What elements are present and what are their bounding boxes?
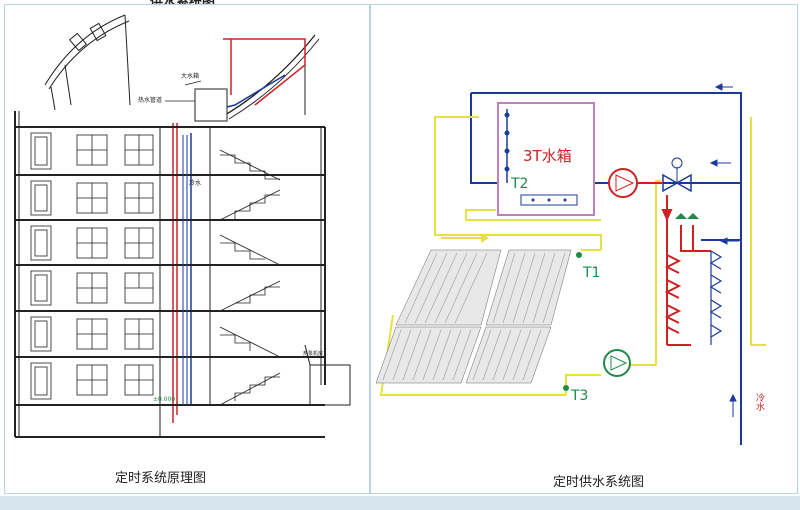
- left-caption: 定时系统原理图: [115, 471, 207, 486]
- building-section-diagram: 大水箱 热水管道: [14, 14, 351, 438]
- staircase: [219, 149, 281, 406]
- sensor-t2-label: T2: [510, 176, 528, 192]
- left-diagram-panel: 大水箱 热水管道: [4, 4, 370, 494]
- return-pipe-label: 热水管道: [138, 96, 162, 104]
- circulation-pump: [608, 168, 638, 198]
- cold-coils: [709, 250, 723, 345]
- riser-pipes: 冷水: [182, 135, 201, 405]
- sensor-t3-label: T3: [570, 388, 588, 404]
- sensor-t1-label: T1: [582, 265, 600, 281]
- hot-distribution: [637, 182, 711, 346]
- mixing-valve: [662, 157, 692, 193]
- tank-label: 3T水箱: [523, 147, 572, 165]
- riser-label: 冷水: [189, 179, 201, 187]
- building-structure: [14, 111, 326, 438]
- hot-supply-pipe: [172, 38, 306, 423]
- timed-supply-system-diagram: 3T水箱 T2: [375, 83, 766, 445]
- bottom-bar: [0, 496, 800, 510]
- sensor-t1: T1: [576, 252, 600, 281]
- sensor-t3: T3: [563, 385, 588, 404]
- cold-water-label: 冷水: [754, 392, 765, 411]
- building-openings: [30, 132, 154, 400]
- tap-valves: [675, 213, 699, 219]
- right-diagram-panel: 3T水箱 T2: [370, 4, 798, 494]
- roof-water-tank: 大水箱 热水管道: [138, 72, 228, 122]
- water-tank-3t: 3T水箱: [497, 102, 595, 216]
- solar-flow-arrow: [441, 233, 489, 243]
- pump-room-label: 热泵机房: [303, 350, 323, 357]
- solar-loop: [379, 116, 766, 396]
- right-caption: 定时供水系统图: [553, 475, 645, 490]
- ground-level-label: ±0.000: [153, 396, 175, 403]
- flow-arrows: [709, 83, 739, 417]
- pump-room: 热泵机房: [303, 344, 351, 406]
- tank-label: 大水箱: [181, 72, 199, 80]
- sensor-t2: T2: [510, 176, 528, 192]
- solar-pump: [603, 349, 631, 377]
- roof-solar-collector: [44, 14, 320, 120]
- solar-panels: [375, 249, 572, 384]
